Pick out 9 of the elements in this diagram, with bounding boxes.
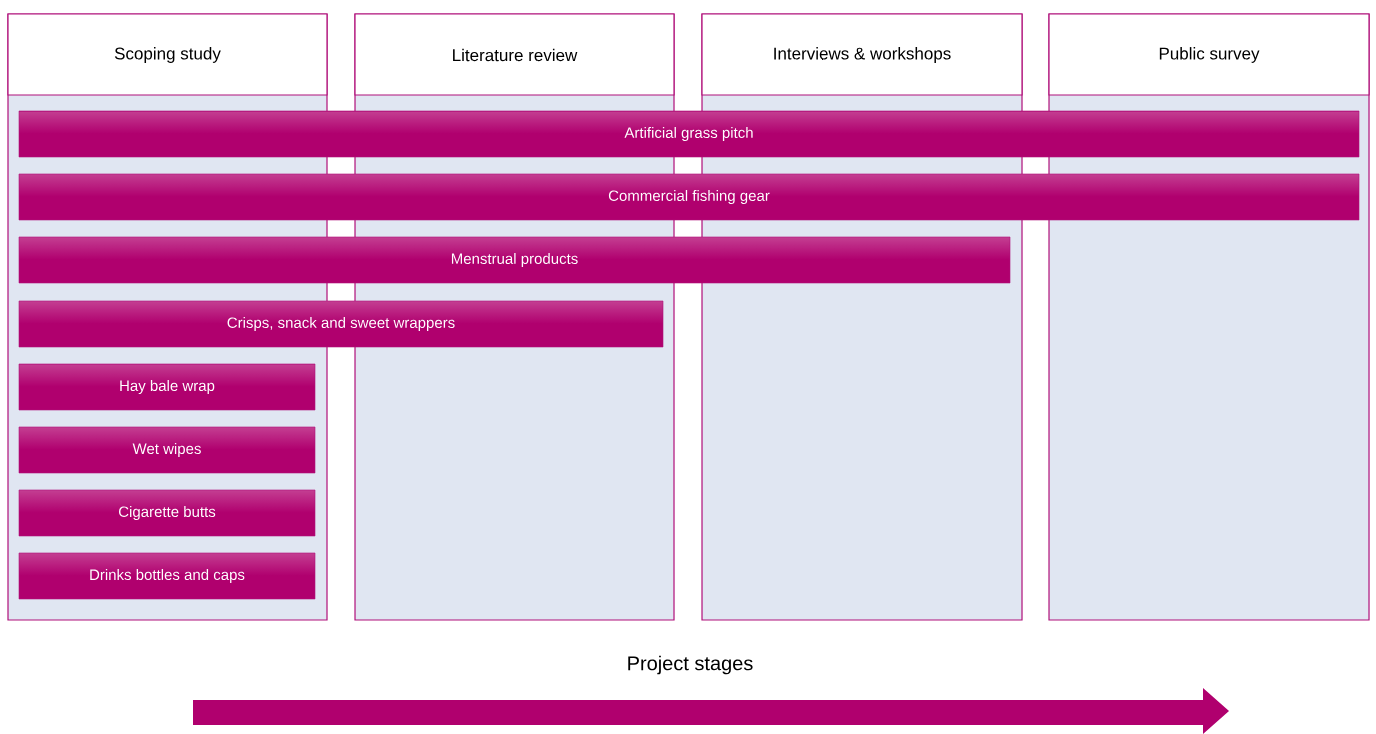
stage-bar: Crisps, snack and sweet wrappers	[18, 300, 664, 348]
stage-bar: Commercial fishing gear	[18, 173, 1360, 221]
axis-label: Project stages	[628, 655, 753, 675]
stage-bar: Cigarette butts	[18, 489, 316, 537]
stage-bar: Hay bale wrap	[18, 363, 316, 411]
stage-bar: Menstrual products	[18, 236, 1011, 284]
stage-bar: Artificial grass pitch	[18, 110, 1360, 158]
stage-bar: Drinks bottles and caps	[18, 552, 316, 600]
stage-bar: Wet wipes	[18, 426, 316, 474]
